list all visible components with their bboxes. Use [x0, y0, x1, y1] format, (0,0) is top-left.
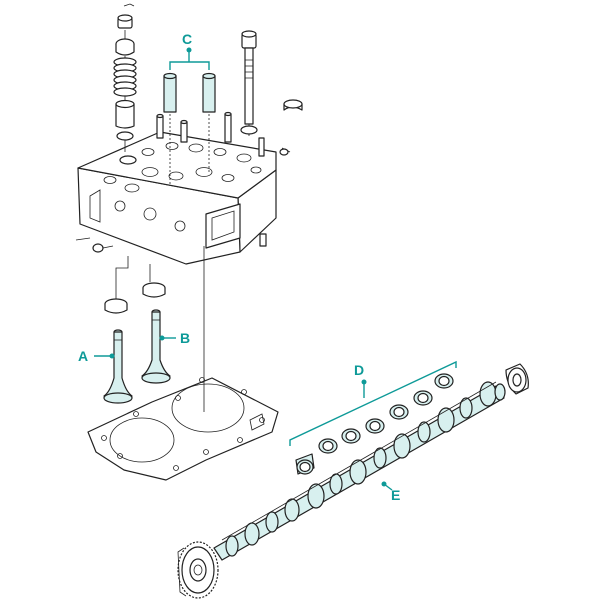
callout-a: A	[78, 348, 115, 364]
cam-bearing	[341, 428, 361, 444]
head-studs	[156, 111, 265, 157]
callout-d-label: D	[354, 362, 364, 378]
cam-bearing	[295, 453, 315, 475]
valve-spring	[113, 57, 137, 97]
cam-bearing	[434, 373, 454, 389]
callout-b: B	[159, 330, 190, 346]
valve-seat-inserts	[104, 256, 166, 314]
cam-bearing	[413, 390, 433, 406]
cam-bearing	[365, 418, 385, 434]
callout-b-label: B	[180, 330, 190, 346]
intake-valve	[141, 309, 171, 384]
cam-bearing	[318, 438, 338, 454]
exhaust-valve	[103, 329, 133, 404]
cam-bearings	[295, 373, 454, 475]
cam-gear	[177, 541, 219, 599]
callout-a-label: A	[78, 348, 88, 364]
head-bolt	[240, 30, 258, 136]
cam-bearing	[389, 404, 409, 420]
thrust-plate	[505, 363, 529, 395]
head-top-holes	[103, 142, 262, 193]
callout-d: D	[289, 360, 457, 446]
core-plug	[283, 99, 303, 111]
callout-e-label: E	[391, 487, 400, 503]
callout-e: E	[381, 481, 400, 503]
cylinder-head	[75, 111, 291, 265]
valve-guides	[163, 72, 216, 186]
head-gasket	[87, 246, 279, 481]
callout-c-label: C	[182, 31, 192, 47]
callout-c: C	[169, 31, 210, 70]
valve-spring-stack	[113, 3, 137, 165]
camshaft	[213, 381, 506, 561]
